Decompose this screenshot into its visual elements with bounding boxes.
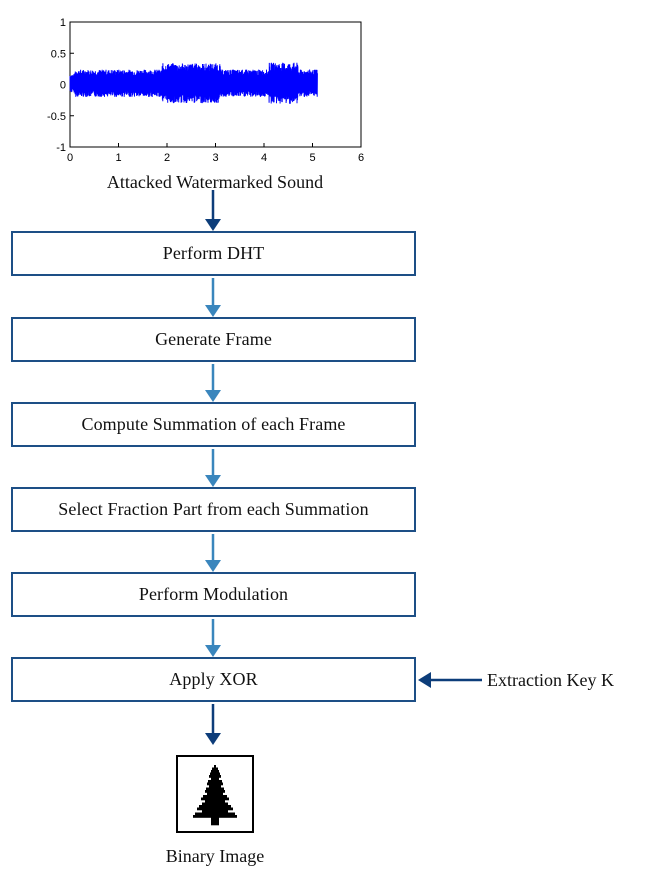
step-compute-summation: Compute Summation of each Frame	[11, 402, 416, 447]
arrow-head	[205, 390, 221, 402]
arrow-head	[205, 305, 221, 317]
x-tick-label: 1	[115, 152, 121, 164]
x-axis-ticks: 0 1 2 3 4 5 6	[67, 143, 364, 164]
step-apply-xor: Apply XOR	[11, 657, 416, 702]
step-label: Select Fraction Part from each Summation	[58, 499, 369, 519]
step-label: Perform Modulation	[138, 584, 289, 604]
arrow-head	[205, 219, 221, 231]
step-label: Compute Summation of each Frame	[81, 414, 346, 434]
y-tick-label: 0	[60, 80, 66, 92]
audio-signal	[69, 62, 318, 104]
x-tick-label: 0	[67, 152, 73, 164]
binary-image-caption: Binary Image	[165, 846, 265, 866]
arrow-head	[205, 645, 221, 657]
y-axis-ticks: 1 0.5 0 -0.5 -1	[47, 17, 74, 154]
y-tick-label: 1	[60, 17, 66, 29]
step-label: Apply XOR	[169, 669, 258, 689]
step-select-fraction: Select Fraction Part from each Summation	[11, 487, 416, 532]
binary-image	[176, 755, 254, 833]
x-tick-label: 3	[212, 152, 218, 164]
y-tick-label: -0.5	[47, 111, 66, 123]
step-label: Perform DHT	[162, 243, 265, 263]
step-generate-frame: Generate Frame	[11, 317, 416, 362]
tree-icon	[193, 765, 237, 826]
arrow-head	[205, 733, 221, 745]
x-tick-label: 4	[261, 152, 267, 164]
step-perform-modulation: Perform Modulation	[11, 572, 416, 617]
x-tick-label: 6	[358, 152, 364, 164]
key-arrow-head	[418, 672, 431, 688]
arrow-head	[205, 560, 221, 572]
y-tick-label: -1	[56, 142, 66, 154]
step-label: Generate Frame	[155, 329, 272, 349]
x-tick-label: 5	[309, 152, 315, 164]
step-perform-dht: Perform DHT	[11, 231, 416, 276]
x-tick-label: 2	[164, 152, 170, 164]
y-tick-label: 0.5	[51, 48, 66, 60]
waveform-caption: Attacked Watermarked Sound	[106, 172, 324, 192]
arrow-head	[205, 475, 221, 487]
extraction-key-label: Extraction Key K	[487, 670, 614, 690]
